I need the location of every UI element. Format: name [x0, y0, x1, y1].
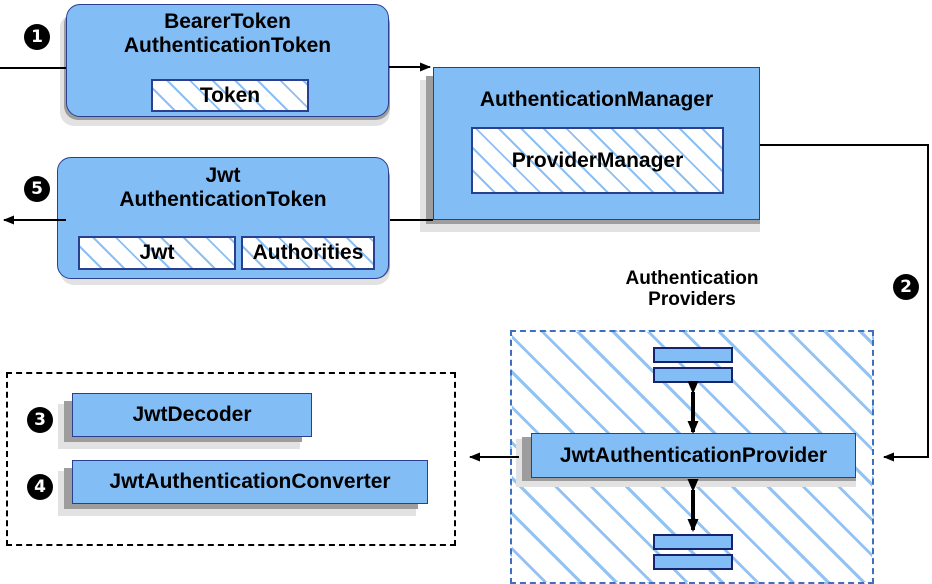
provider-bar-top-1	[653, 347, 733, 363]
step-marker-3: 3	[27, 407, 53, 433]
token-box[interactable]: Token	[151, 79, 309, 112]
provider-bar-top-2	[653, 367, 733, 383]
step-marker-4: 4	[27, 474, 53, 500]
provider-bar-bottom-1	[653, 534, 733, 550]
jwt-authentication-converter-title: JwtAuthenticationConverter	[109, 470, 391, 494]
jwt-decoder-node[interactable]: JwtDecoder	[72, 393, 312, 437]
authentication-providers-label: Authentication Providers	[625, 268, 759, 311]
provider-bar-bottom-2	[653, 554, 733, 570]
jwt-label: Jwt	[139, 241, 175, 264]
authorities-label: Authorities	[252, 241, 364, 264]
provider-manager-label: ProviderManager	[511, 148, 684, 172]
step-marker-2: 2	[893, 274, 919, 300]
jwt-box[interactable]: Jwt	[78, 236, 236, 270]
provider-manager-box[interactable]: ProviderManager	[471, 127, 724, 194]
step-marker-1: 1	[24, 24, 50, 50]
jwt-authentication-converter-node[interactable]: JwtAuthenticationConverter	[72, 460, 428, 504]
authentication-manager-title: AuthenticationManager	[479, 88, 714, 111]
token-label: Token	[199, 83, 261, 107]
step-marker-5: 5	[24, 176, 50, 202]
jwt-authentication-token-node[interactable]: Jwt AuthenticationToken Jwt Authorities	[57, 157, 389, 279]
jwt-authentication-provider-node[interactable]: JwtAuthenticationProvider	[531, 433, 856, 478]
authentication-manager-node[interactable]: AuthenticationManager ProviderManager	[433, 67, 760, 220]
jwt-helpers-container	[6, 372, 456, 546]
bearer-token-authentication-token-title: BearerToken AuthenticationToken	[123, 10, 332, 57]
jwt-authentication-token-title: Jwt AuthenticationToken	[119, 164, 327, 211]
jwt-authentication-provider-title: JwtAuthenticationProvider	[559, 443, 828, 467]
jwt-decoder-title: JwtDecoder	[132, 403, 252, 427]
authorities-box[interactable]: Authorities	[241, 236, 375, 270]
bearer-token-authentication-token-node[interactable]: BearerToken AuthenticationToken Token	[66, 4, 389, 117]
